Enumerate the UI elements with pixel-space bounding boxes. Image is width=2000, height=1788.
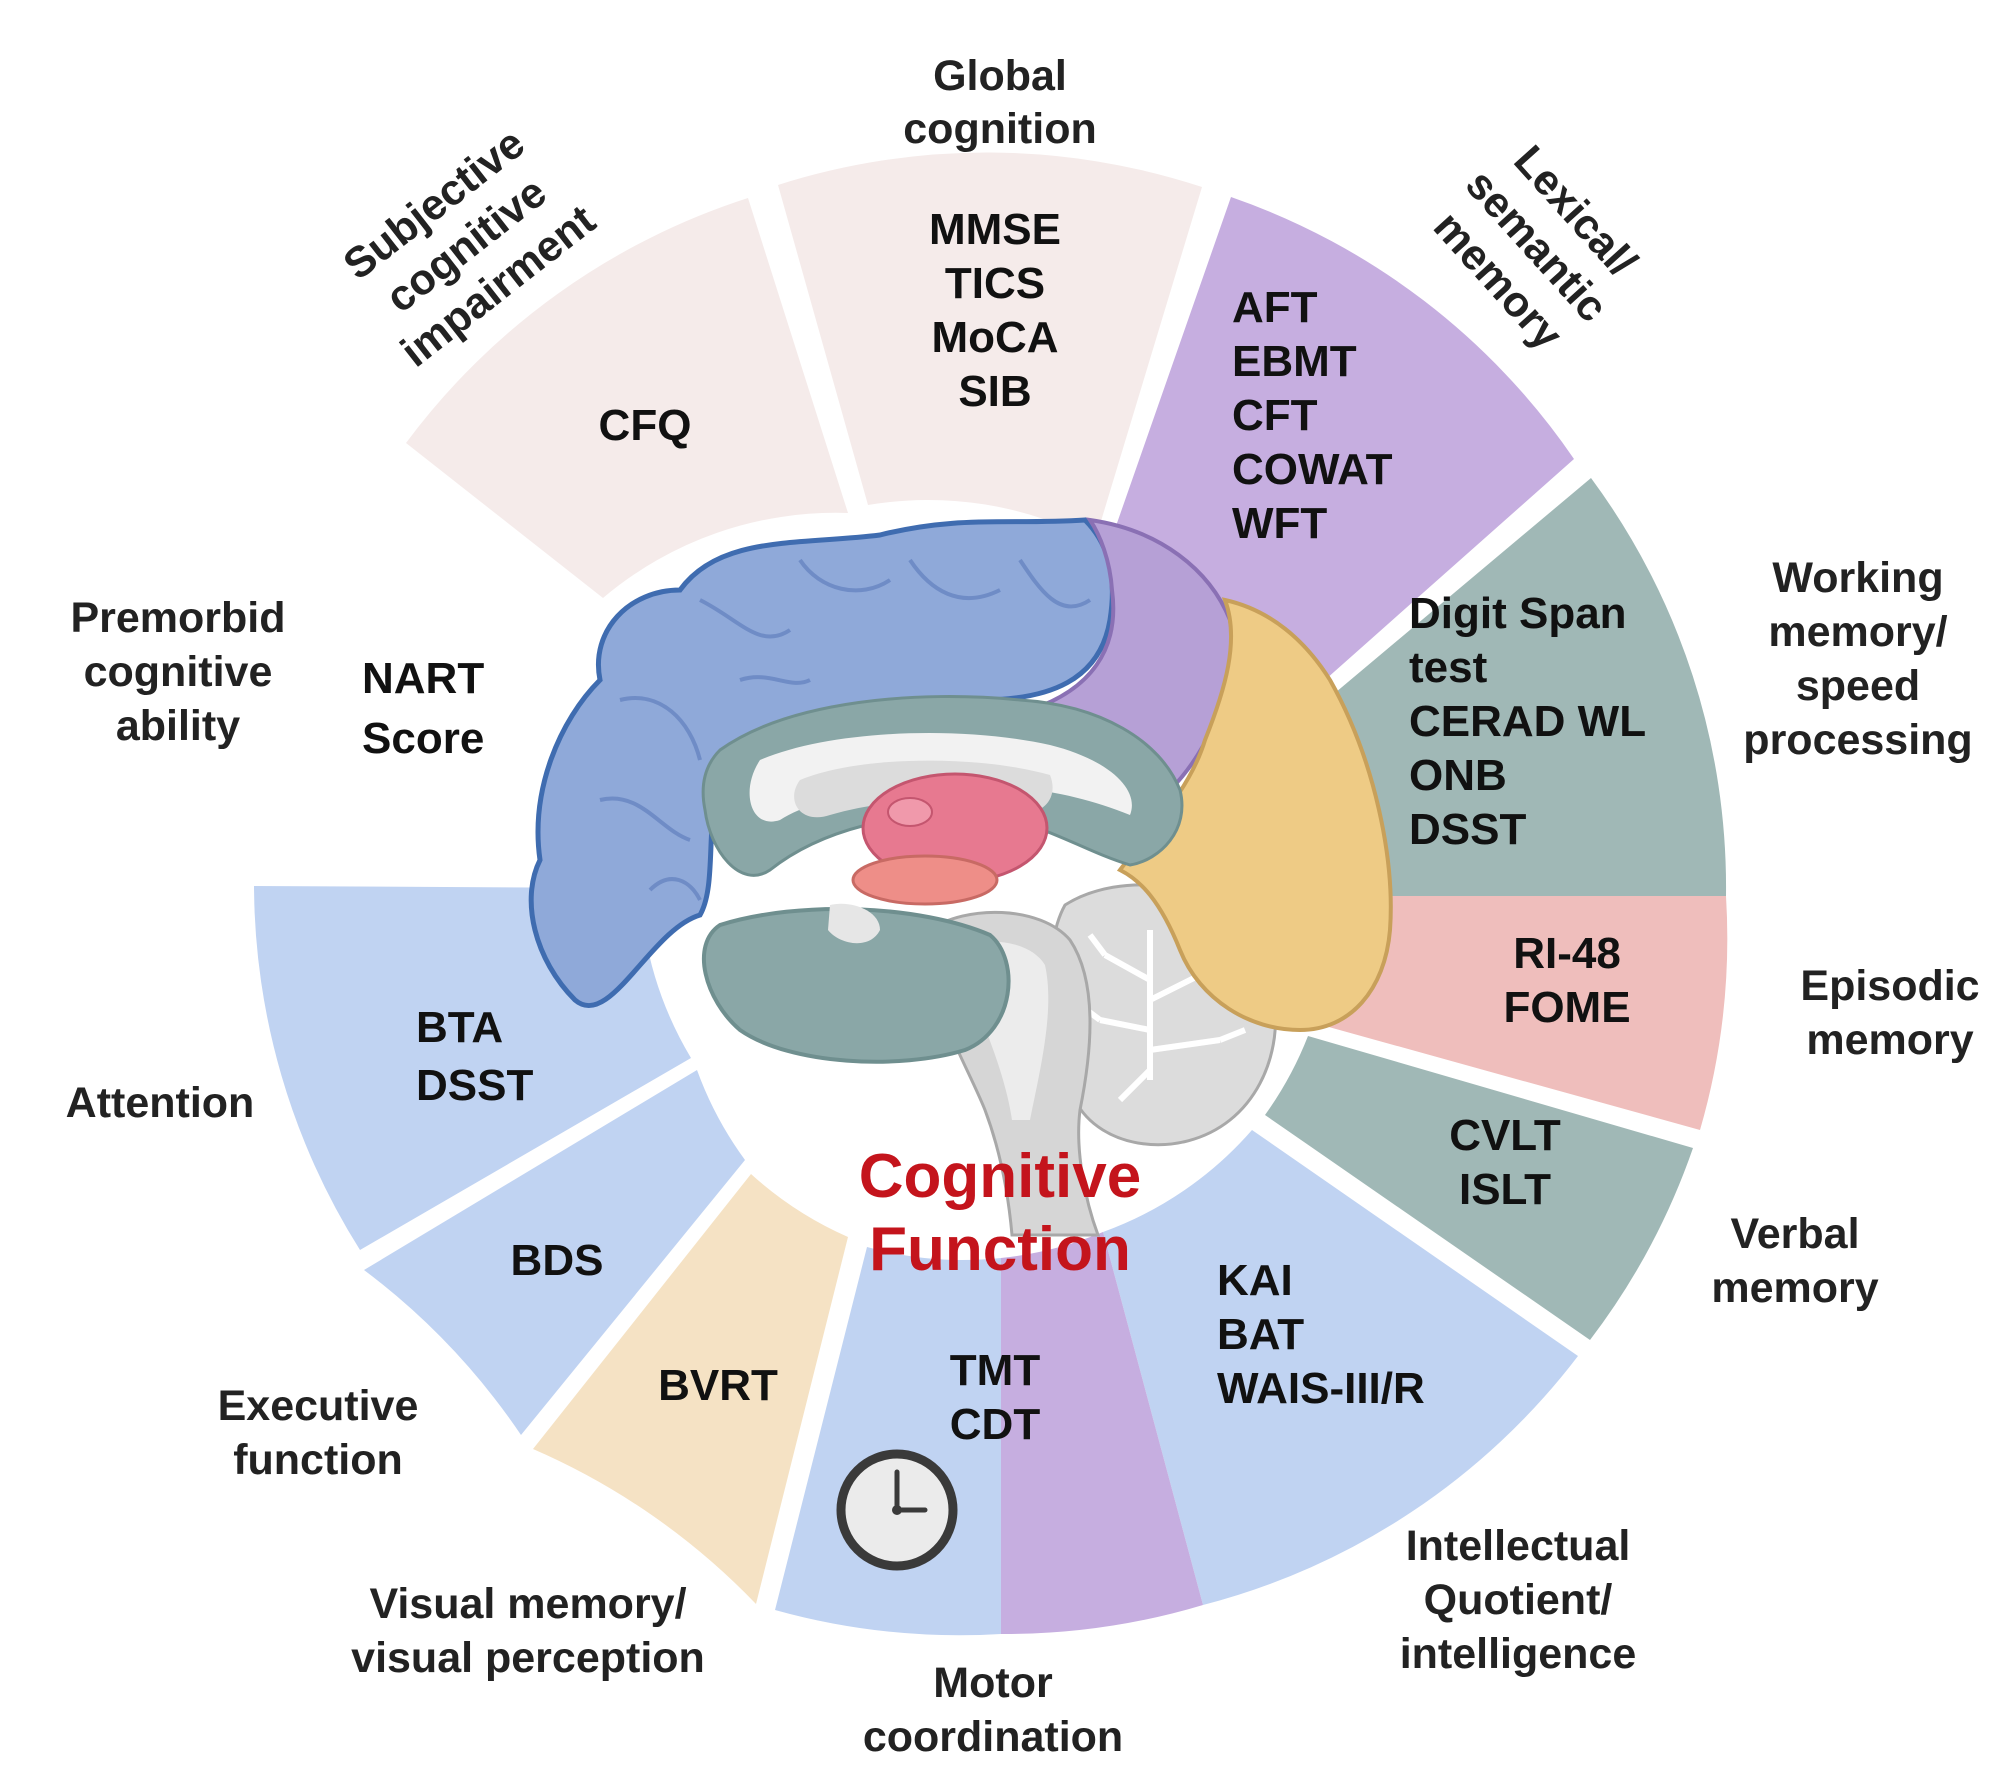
test-cft: CFT [1232, 391, 1318, 440]
test-names: CFQ MMSE TICS MoCA SIB AFT EBMT CFT COWA… [362, 205, 1646, 1449]
segment-subjective [406, 198, 848, 598]
label-executive-line-2: function [233, 1436, 403, 1484]
label-episodic-line-1: Episodic [1800, 962, 1979, 1010]
wheel-segments [254, 152, 1728, 1636]
label-verbal-line-2: memory [1711, 1264, 1878, 1312]
test-bvrt: BVRT [658, 1361, 778, 1410]
test-digit-span: Digit Span [1409, 589, 1627, 638]
segment-verbal [1265, 1036, 1693, 1340]
segment-episodic [1318, 896, 1728, 1130]
label-premorbid-line-1: Premorbid [70, 594, 285, 642]
hypothalamus [851, 854, 999, 906]
label-global-line-1: Global [933, 52, 1067, 100]
domain-labels: Subjective cognitive impairment Global c… [66, 52, 1980, 1761]
test-bta: BTA [416, 1003, 503, 1052]
test-cvlt: CVLT [1449, 1111, 1561, 1160]
label-working-line-1: Working [1772, 554, 1943, 602]
test-cowat: COWAT [1232, 445, 1393, 494]
test-cdt: CDT [950, 1400, 1041, 1449]
test-aft: AFT [1232, 283, 1318, 332]
test-mmse: MMSE [929, 205, 1061, 254]
clock-icon [836, 1449, 958, 1571]
label-verbal-line-1: Verbal [1730, 1210, 1859, 1258]
label-premorbid-line-3: ability [116, 702, 240, 750]
frontal-gyri [599, 558, 1092, 901]
test-nart: NART [362, 654, 484, 703]
test-ri-48: RI-48 [1513, 929, 1621, 978]
label-intellectual-line-3: intelligence [1400, 1630, 1637, 1678]
label-motor-line-2: coordination [863, 1713, 1123, 1761]
test-bat: BAT [1217, 1310, 1304, 1359]
test-sib: SIB [958, 367, 1031, 416]
test-islt: ISLT [1459, 1165, 1551, 1214]
test-onb: ONB [1409, 751, 1507, 800]
label-premorbid-line-2: cognitive [84, 648, 273, 696]
test-digit-span-test: test [1409, 643, 1488, 692]
label-working-line-3: speed [1796, 662, 1920, 710]
test-nart-score: Score [362, 714, 484, 763]
label-global-line-2: cognition [903, 105, 1096, 153]
test-dsst-working: DSST [1409, 805, 1526, 854]
test-cerad-wl: CERAD WL [1409, 697, 1646, 746]
segment-global [778, 152, 1202, 541]
test-ebmt: EBMT [1232, 337, 1357, 386]
label-visual-line-1: Visual memory/ [369, 1580, 686, 1628]
segment-lexical [1109, 197, 1574, 711]
label-episodic-line-2: memory [1806, 1016, 1973, 1064]
test-tics: TICS [945, 259, 1045, 308]
test-moca: MoCA [931, 313, 1058, 362]
segment-motor-purple [1001, 1232, 1203, 1635]
segment-intellectual [1103, 1130, 1578, 1605]
title-line-1: Cognitive [859, 1142, 1141, 1211]
wheel-title: Cognitive Function [859, 1142, 1141, 1284]
test-tmt: TMT [950, 1346, 1041, 1395]
test-wais: WAIS-III/R [1217, 1364, 1425, 1413]
thalamus-nucleus [887, 797, 933, 827]
label-attention: Attention [66, 1079, 255, 1127]
test-cfq: CFQ [599, 401, 692, 450]
optic-chiasm [828, 903, 880, 944]
segment-working [1298, 478, 1727, 896]
label-working-line-2: memory/ [1768, 608, 1947, 656]
label-working-line-4: processing [1743, 716, 1972, 764]
brain-illustration [528, 517, 1393, 1237]
title-line-2: Function [869, 1215, 1131, 1284]
occipital-lobe [1116, 597, 1393, 1033]
label-motor-line-1: Motor [933, 1659, 1053, 1707]
label-visual-line-2: visual perception [351, 1634, 705, 1682]
label-intellectual-line-1: Intellectual [1406, 1522, 1631, 1570]
temporal-lobe [702, 907, 1011, 1064]
test-dsst-attention: DSST [416, 1061, 533, 1110]
test-wft: WFT [1232, 499, 1327, 548]
test-fome: FOME [1503, 983, 1630, 1032]
label-executive-line-1: Executive [218, 1382, 419, 1430]
test-kai: KAI [1217, 1256, 1293, 1305]
segment-visual [533, 1174, 848, 1604]
segment-executive [364, 1070, 745, 1435]
test-bds: BDS [511, 1236, 604, 1285]
label-intellectual-line-2: Quotient/ [1424, 1576, 1613, 1624]
